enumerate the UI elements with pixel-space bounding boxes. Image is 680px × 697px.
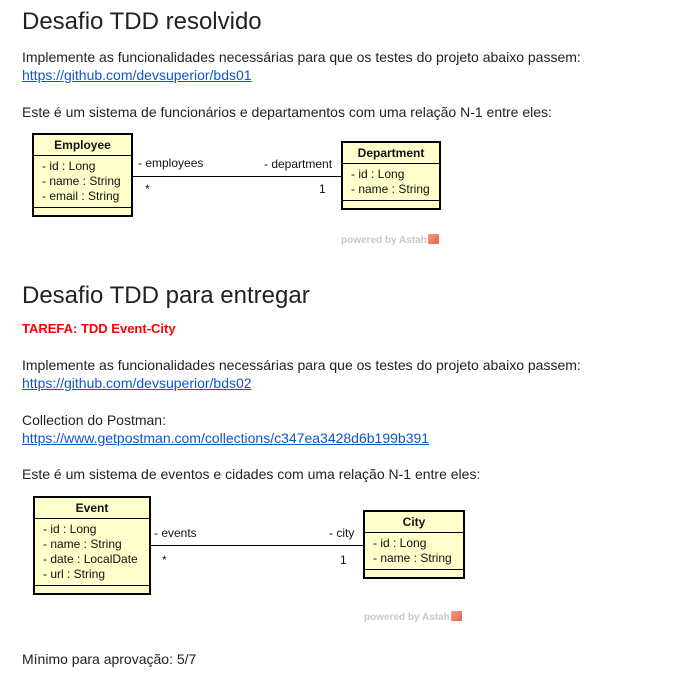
class-operations bbox=[365, 570, 463, 577]
class-attr: - url : String bbox=[43, 567, 106, 581]
section2-relation-text: Este é um sistema de eventos e cidades c… bbox=[22, 466, 481, 482]
class-attr: - id : Long bbox=[351, 167, 405, 181]
class-name: Event bbox=[35, 498, 149, 519]
class-attr: - name : String bbox=[373, 551, 452, 565]
class-attr: - name : String bbox=[43, 537, 122, 551]
class-attr: - name : String bbox=[351, 182, 430, 196]
section1-relation-text: Este é um sistema de funcionários e depa… bbox=[22, 104, 552, 120]
role-a-label: - events bbox=[154, 526, 197, 540]
min-approval: Mínimo para aprovação: 5/7 bbox=[22, 651, 197, 667]
class-attr: - id : Long bbox=[43, 522, 97, 536]
class-operations bbox=[34, 208, 131, 215]
class-attr: - date : LocalDate bbox=[43, 552, 138, 566]
class-operations bbox=[35, 586, 149, 593]
uml-class-department: Department - id : Long - name : String bbox=[341, 141, 441, 210]
uml-class-event: Event - id : Long - name : String - date… bbox=[33, 496, 151, 595]
class-attr: - email : String bbox=[42, 189, 120, 203]
association-line bbox=[133, 176, 341, 177]
role-b-label: - department bbox=[264, 157, 333, 171]
multiplicity-a: * bbox=[162, 553, 167, 567]
task-label: TAREFA: TDD Event-City bbox=[22, 321, 176, 336]
class-name: Department bbox=[343, 143, 439, 164]
class-attr: - id : Long bbox=[373, 536, 427, 550]
astah-logo-icon bbox=[450, 611, 462, 621]
section1-title: Desafio TDD resolvido bbox=[22, 8, 262, 35]
powered-by-astah: powered by Astah bbox=[364, 611, 462, 623]
multiplicity-b: 1 bbox=[319, 182, 326, 196]
powered-by-astah: powered by Astah bbox=[341, 234, 439, 246]
class-attr: - name : String bbox=[42, 174, 121, 188]
uml-class-city: City - id : Long - name : String bbox=[363, 510, 465, 579]
postman-collection-link[interactable]: https://www.getpostman.com/collections/c… bbox=[22, 430, 430, 446]
astah-logo-icon bbox=[427, 234, 439, 244]
association-line bbox=[151, 545, 363, 546]
role-a-label: - employees bbox=[138, 156, 204, 170]
role-b-label: - city bbox=[329, 526, 355, 540]
section2-title: Desafio TDD para entregar bbox=[22, 282, 310, 309]
class-name: Employee bbox=[34, 135, 131, 156]
section2-repo-link[interactable]: https://github.com/devsuperior/bds02 bbox=[22, 375, 252, 391]
powered-text: powered by Astah bbox=[341, 235, 427, 246]
class-operations bbox=[343, 201, 439, 208]
multiplicity-b: 1 bbox=[340, 553, 347, 567]
section1-repo-link[interactable]: https://github.com/devsuperior/bds01 bbox=[22, 67, 252, 83]
powered-text: powered by Astah bbox=[364, 612, 450, 623]
class-name: City bbox=[365, 512, 463, 533]
multiplicity-a: * bbox=[145, 182, 150, 196]
section1-intro: Implemente as funcionalidades necessária… bbox=[22, 49, 581, 65]
class-attr: - id : Long bbox=[42, 159, 96, 173]
section2-intro: Implemente as funcionalidades necessária… bbox=[22, 357, 581, 373]
uml-class-employee: Employee - id : Long - name : String - e… bbox=[32, 133, 133, 217]
postman-label: Collection do Postman: bbox=[22, 412, 166, 428]
